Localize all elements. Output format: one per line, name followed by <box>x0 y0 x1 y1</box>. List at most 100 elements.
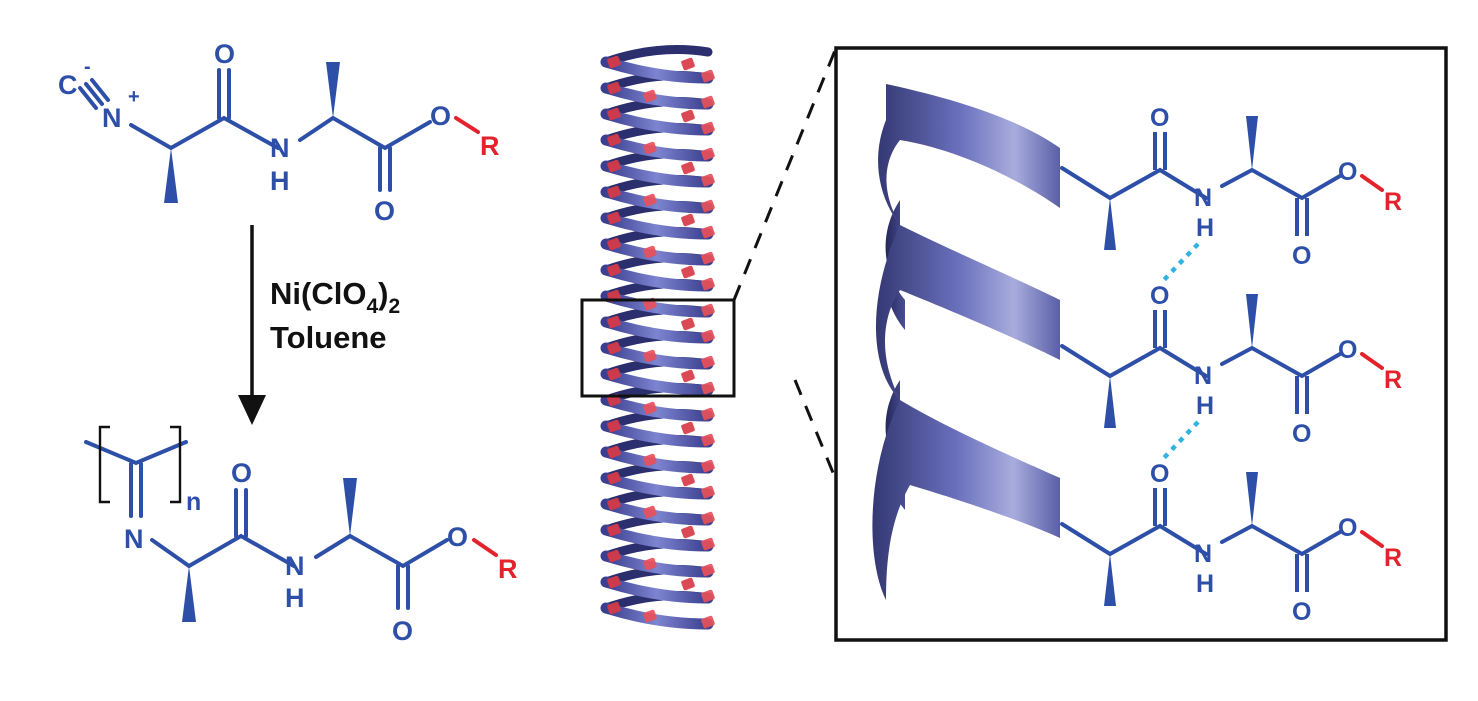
wedge-bond <box>1104 376 1116 428</box>
atom-r: R <box>498 554 518 584</box>
atom-n-plus: N <box>102 103 122 133</box>
atom-o: O <box>1338 336 1357 364</box>
pendant-group <box>681 57 695 71</box>
atom-o: O <box>374 196 395 226</box>
pendant-group <box>643 557 657 571</box>
polyisocyanide-product: n N O N H O O R <box>84 425 518 646</box>
pendant-group <box>681 109 695 123</box>
pendant-group <box>607 159 621 173</box>
pendant-group <box>607 549 621 563</box>
pendant-group <box>701 277 715 291</box>
pendant-group <box>681 577 695 591</box>
catalyst-label: Ni(ClO4)2 <box>270 276 400 318</box>
atom-o: O <box>1150 282 1169 310</box>
pendant-group <box>681 525 695 539</box>
atom-o: O <box>231 458 252 488</box>
pendant-group <box>701 355 715 369</box>
atom-o: O <box>1338 514 1357 542</box>
pendant-group <box>701 303 715 317</box>
pendant-group <box>643 245 657 259</box>
atom-o: O <box>430 101 451 131</box>
atom-h: H <box>1196 214 1214 242</box>
repeat-n: n <box>186 488 201 516</box>
wedge-bond <box>164 148 178 203</box>
atom-o: O <box>392 616 413 646</box>
pendant-group <box>607 107 621 121</box>
pendant-group <box>607 315 621 329</box>
helix-turn <box>600 290 714 318</box>
atom-o: O <box>1292 598 1311 626</box>
pendant-group <box>607 575 621 589</box>
helix-turn <box>600 394 714 422</box>
pendant-group <box>607 367 621 381</box>
pendant-group <box>701 433 715 447</box>
wedge-bond <box>1246 472 1258 526</box>
pendant-group <box>681 161 695 175</box>
pendant-group <box>607 471 621 485</box>
helix-turn <box>600 238 714 266</box>
atom-o: O <box>447 522 468 552</box>
pendant-group <box>701 225 715 239</box>
pendant-group <box>701 485 715 499</box>
atom-n: N <box>1194 184 1212 212</box>
wedge-bond <box>1104 554 1116 606</box>
atom-h: H <box>270 166 290 196</box>
pendant-group <box>701 199 715 213</box>
pendant-group <box>607 81 621 95</box>
pendant-group <box>607 263 621 277</box>
arrow-down-icon <box>238 395 266 425</box>
wedge-bond <box>182 566 196 622</box>
pendant-group <box>607 341 621 355</box>
pendant-group <box>681 369 695 383</box>
pendant-group <box>701 147 715 161</box>
wedge-bond <box>326 62 340 118</box>
atom-o: O <box>1150 460 1169 488</box>
atom-n: N <box>1194 362 1212 390</box>
atom-h: H <box>285 583 305 613</box>
atom-r: R <box>480 131 500 161</box>
helix-turn <box>600 342 714 370</box>
wedge-bond <box>1246 116 1258 170</box>
atom-o: O <box>1150 104 1169 132</box>
reaction-arrow <box>238 225 266 425</box>
pendant-group <box>607 211 621 225</box>
wedge-bond <box>1104 198 1116 250</box>
pendant-group <box>643 89 657 103</box>
pendant-group <box>701 95 715 109</box>
pendant-group <box>643 193 657 207</box>
helix-turn <box>600 134 714 162</box>
atom-h: H <box>1196 392 1214 420</box>
pendant-group <box>607 185 621 199</box>
pendant-group <box>701 563 715 577</box>
helix-turn <box>600 446 714 474</box>
pendant-group <box>681 473 695 487</box>
atom-n: N <box>270 133 290 163</box>
pendant-group <box>607 601 621 615</box>
pendant-group <box>701 407 715 421</box>
pendant-group <box>701 69 715 83</box>
helix-polymer-icon <box>600 45 715 630</box>
pendant-group <box>643 349 657 363</box>
pendant-group <box>607 237 621 251</box>
helix-turn <box>600 550 714 578</box>
pendant-group <box>607 133 621 147</box>
solvent-label: Toluene <box>270 320 387 355</box>
bracket-left <box>98 425 110 504</box>
pendant-group <box>681 213 695 227</box>
pendant-group <box>643 401 657 415</box>
pendant-group <box>607 445 621 459</box>
atom-r: R <box>1384 366 1402 394</box>
atom-c: C <box>58 70 78 100</box>
pendant-group <box>607 523 621 537</box>
helix-turn <box>600 602 714 630</box>
atom-o: O <box>1292 242 1311 270</box>
pendant-group <box>607 419 621 433</box>
atom-o: O <box>1338 158 1357 186</box>
pendant-group <box>701 121 715 135</box>
charge-plus: + <box>128 86 140 108</box>
